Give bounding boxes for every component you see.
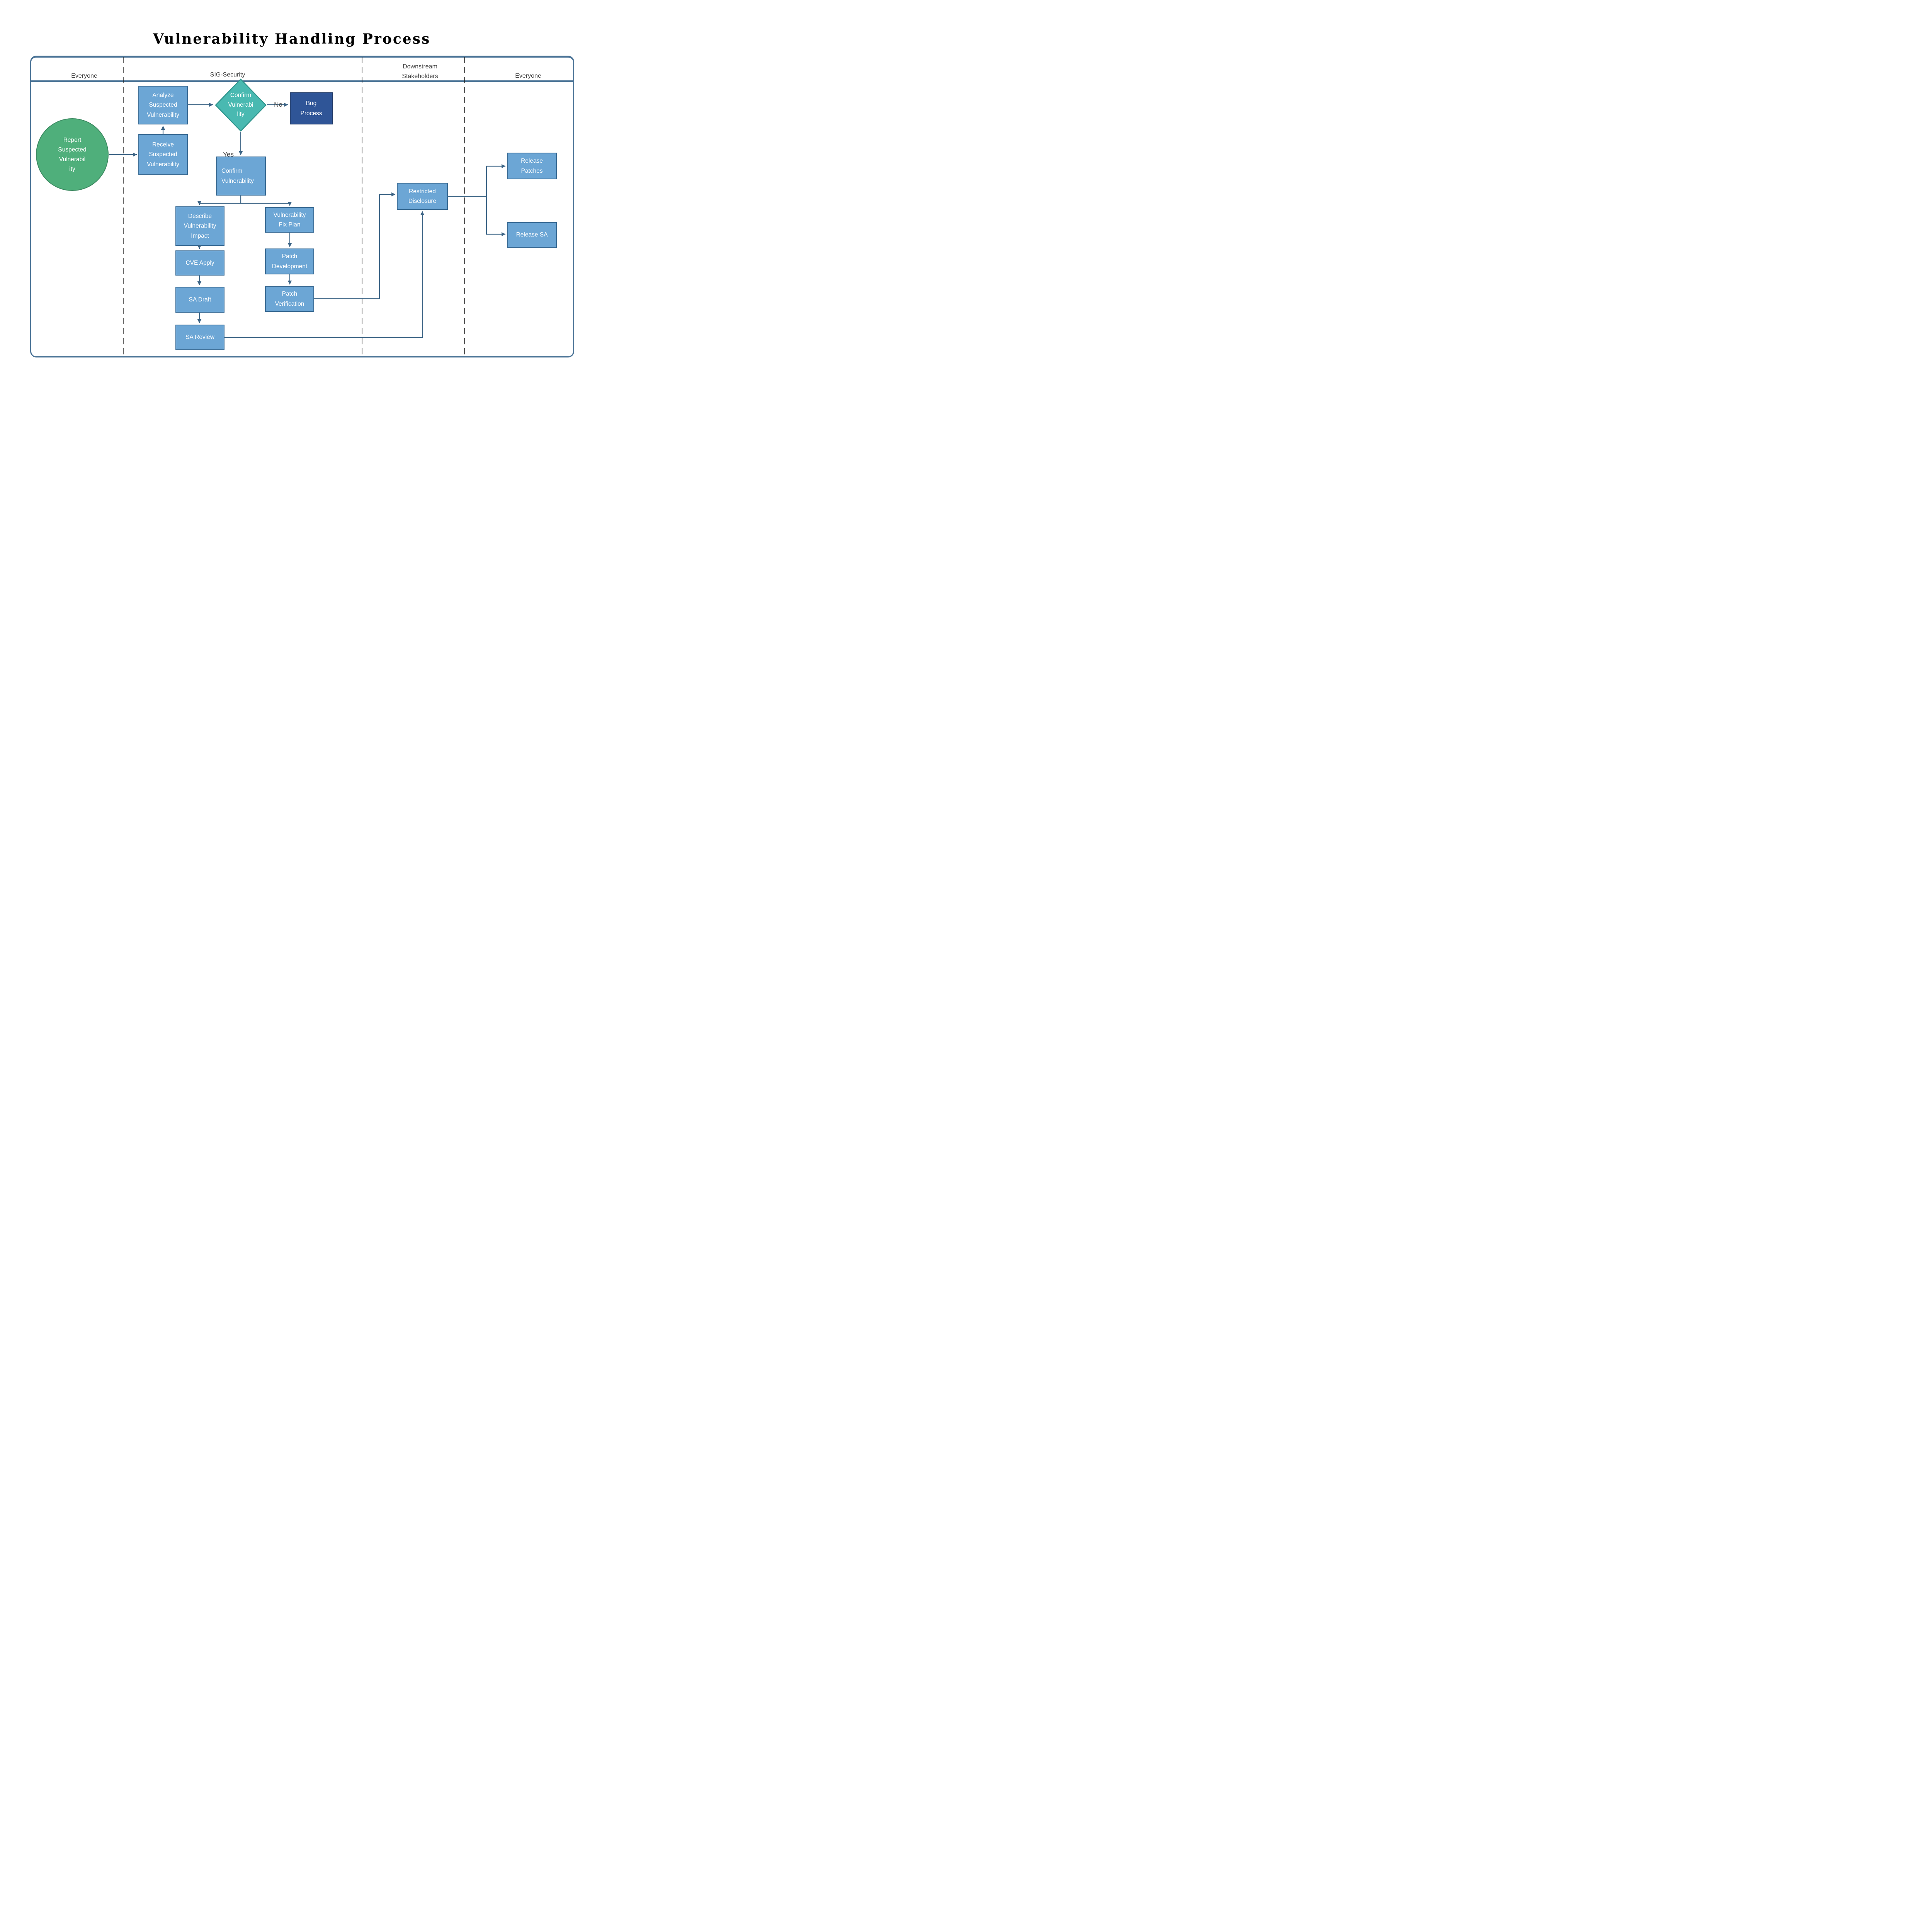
node-label: Release Patches [521, 158, 543, 174]
node-label: Report Suspected Vulnerabil ity [58, 136, 87, 173]
node-label: Bug Process [300, 100, 322, 117]
node-sa-draft: SA Draft [175, 287, 224, 313]
node-confirm-vulnerability-decision: Confirm Vulnerabi lity [215, 78, 267, 132]
node-patch-development: Patch Development [265, 248, 314, 274]
node-label: Describe Vulnerability Impact [184, 213, 216, 239]
node-restricted-disclosure: Restricted Disclosure [397, 183, 448, 210]
lane-label-everyone-right: Everyone [515, 73, 541, 79]
node-label: Restricted Disclosure [408, 188, 437, 204]
lane-label-downstream-stakeholders: Downstream Stakeholders [402, 63, 438, 80]
edge-sa-review-to-restricted [224, 211, 425, 338]
node-receive-suspected-vulnerability: Receive Suspected Vulnerability [138, 134, 188, 175]
node-release-patches: Release Patches [507, 153, 557, 179]
node-label: Patch Verification [275, 291, 304, 307]
connectors [109, 102, 506, 338]
swimlane-header-separator [31, 80, 574, 82]
node-cve-apply: CVE Apply [175, 250, 224, 276]
node-label: SA Review [185, 334, 214, 341]
node-label: CVE Apply [185, 259, 214, 266]
node-patch-verification: Patch Verification [265, 286, 314, 312]
edge-confirm-to-describe [197, 196, 242, 205]
edge-confirm-to-fix-plan [240, 196, 292, 206]
node-report-suspected-vulnerability: Report Suspected Vulnerabil ity [36, 118, 109, 191]
node-label: Vulnerability Fix Plan [273, 211, 306, 228]
node-vulnerability-fix-plan: Vulnerability Fix Plan [265, 207, 314, 233]
lane-label-everyone-left: Everyone [71, 73, 97, 79]
lane-label-sig-security: SIG-Security [210, 71, 245, 78]
edge-restricted-to-release-sa [486, 196, 506, 237]
vulnerability-handling-flowchart: Vulnerability Handling Process Everyone … [0, 0, 598, 423]
node-bug-process: Bug Process [290, 92, 333, 124]
edge-label-yes: Yes [223, 151, 234, 158]
node-release-sa: Release SA [507, 222, 557, 248]
edge-label-no: No [274, 101, 282, 108]
node-label: Confirm Vulnerabi lity [228, 92, 253, 118]
node-label: Release SA [516, 231, 548, 238]
node-label: Receive Suspected Vulnerability [147, 141, 179, 168]
edge-restricted-to-release-patches [448, 164, 506, 197]
node-analyze-suspected-vulnerability: Analyze Suspected Vulnerability [138, 86, 188, 124]
node-label: SA Draft [189, 296, 211, 303]
page-title: Vulnerability Handling Process [153, 31, 431, 47]
node-confirm-vulnerability: Confirm Vulnerability [216, 157, 266, 196]
edge-patch-verification-to-restricted [314, 192, 396, 300]
node-label: Confirm Vulnerability [221, 168, 254, 184]
node-label: Analyze Suspected Vulnerability [147, 92, 179, 118]
node-describe-vulnerability-impact: Describe Vulnerability Impact [175, 206, 224, 246]
node-sa-review: SA Review [175, 325, 224, 350]
swimlane-frame [30, 56, 574, 357]
decision-diamond-shape [215, 78, 267, 132]
node-label: Patch Development [272, 253, 308, 270]
